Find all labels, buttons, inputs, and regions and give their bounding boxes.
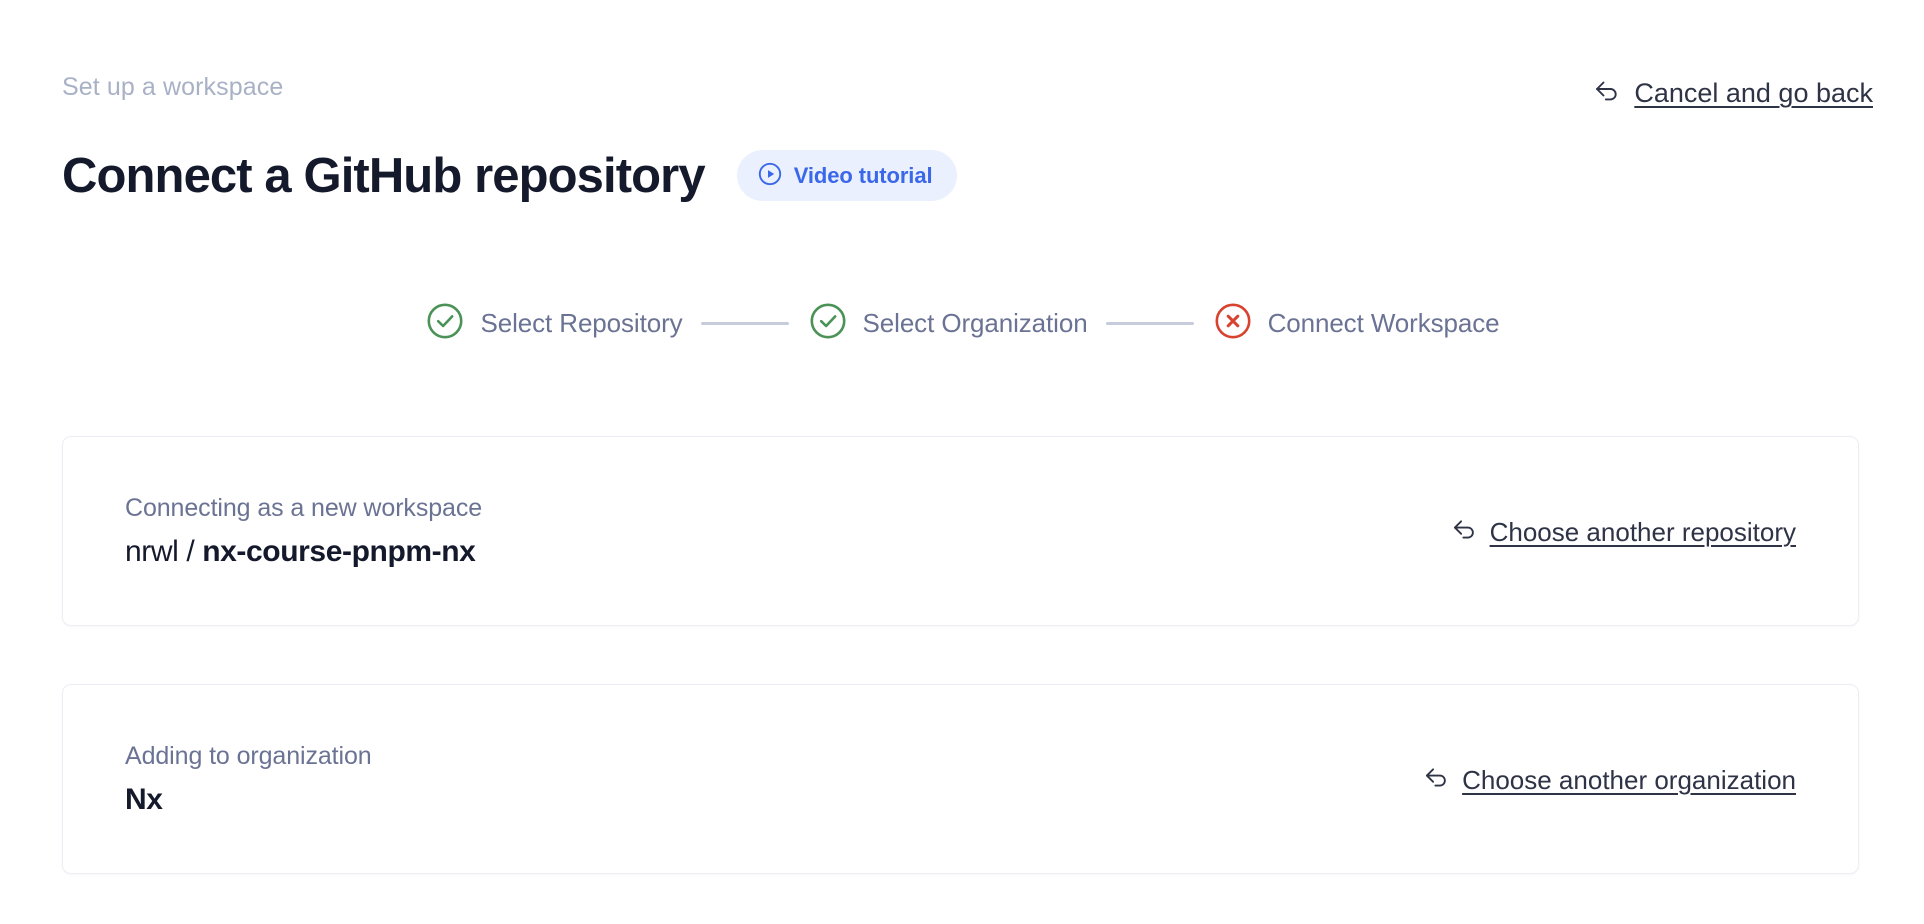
- back-arrow-icon: [1422, 765, 1451, 795]
- repository-name: nx-course-pnpm-nx: [202, 534, 476, 568]
- organization-card-value: Nx: [125, 783, 372, 817]
- organization-card-inner: Adding to organization Nx Choose another…: [63, 685, 1858, 873]
- repository-card-text: Connecting as a new workspace nrwl / nx-…: [125, 494, 482, 569]
- repository-card: Connecting as a new workspace nrwl / nx-…: [62, 436, 1859, 626]
- check-circle-icon: [807, 300, 849, 347]
- organization-name: Nx: [125, 782, 163, 816]
- organization-card: Adding to organization Nx Choose another…: [62, 684, 1859, 874]
- stepper-connector-1: [700, 322, 789, 325]
- stepper-label-select-organization: Select Organization: [862, 308, 1088, 338]
- stepper-connector-2: [1105, 322, 1194, 325]
- repository-card-inner: Connecting as a new workspace nrwl / nx-…: [63, 437, 1858, 625]
- repository-card-label: Connecting as a new workspace: [125, 493, 483, 522]
- choose-another-organization-label: Choose another organization: [1462, 764, 1796, 795]
- back-arrow-icon: [1450, 517, 1479, 547]
- cancel-and-go-back-link[interactable]: Cancel and go back: [1592, 78, 1873, 109]
- stepper-step-select-repository[interactable]: Select Repository: [424, 300, 683, 347]
- repository-owner: nrwl: [125, 534, 179, 568]
- video-tutorial-button[interactable]: Video tutorial: [736, 150, 958, 202]
- page-header: Set up a workspace Connect a GitHub repo…: [62, 72, 1874, 238]
- title-row: Connect a GitHub repository Video tutori…: [62, 114, 1874, 238]
- cancel-and-go-back-label: Cancel and go back: [1634, 78, 1873, 108]
- stepper-label-select-repository: Select Repository: [480, 308, 683, 338]
- repository-card-value: nrwl / nx-course-pnpm-nx: [125, 535, 482, 569]
- breadcrumb-eyebrow: Set up a workspace: [62, 73, 284, 101]
- organization-card-label: Adding to organization: [125, 741, 372, 770]
- choose-another-organization-link[interactable]: Choose another organization: [1422, 765, 1796, 796]
- back-arrow-icon: [1592, 78, 1622, 109]
- play-circle-icon: [757, 161, 783, 190]
- page-title: Connect a GitHub repository: [62, 148, 706, 203]
- organization-card-text: Adding to organization Nx: [125, 742, 372, 817]
- stepper-step-connect-workspace[interactable]: Connect Workspace: [1212, 300, 1500, 347]
- progress-stepper: Select Repository Select Organization Co…: [0, 300, 1924, 347]
- x-circle-icon: [1212, 300, 1254, 347]
- check-circle-icon: [424, 300, 466, 347]
- stepper-step-select-organization[interactable]: Select Organization: [807, 300, 1088, 347]
- stepper-label-connect-workspace: Connect Workspace: [1267, 308, 1500, 338]
- choose-another-repository-label: Choose another repository: [1489, 516, 1796, 547]
- video-tutorial-label: Video tutorial: [793, 162, 933, 188]
- repository-separator: /: [178, 534, 203, 568]
- choose-another-repository-link[interactable]: Choose another repository: [1450, 517, 1796, 548]
